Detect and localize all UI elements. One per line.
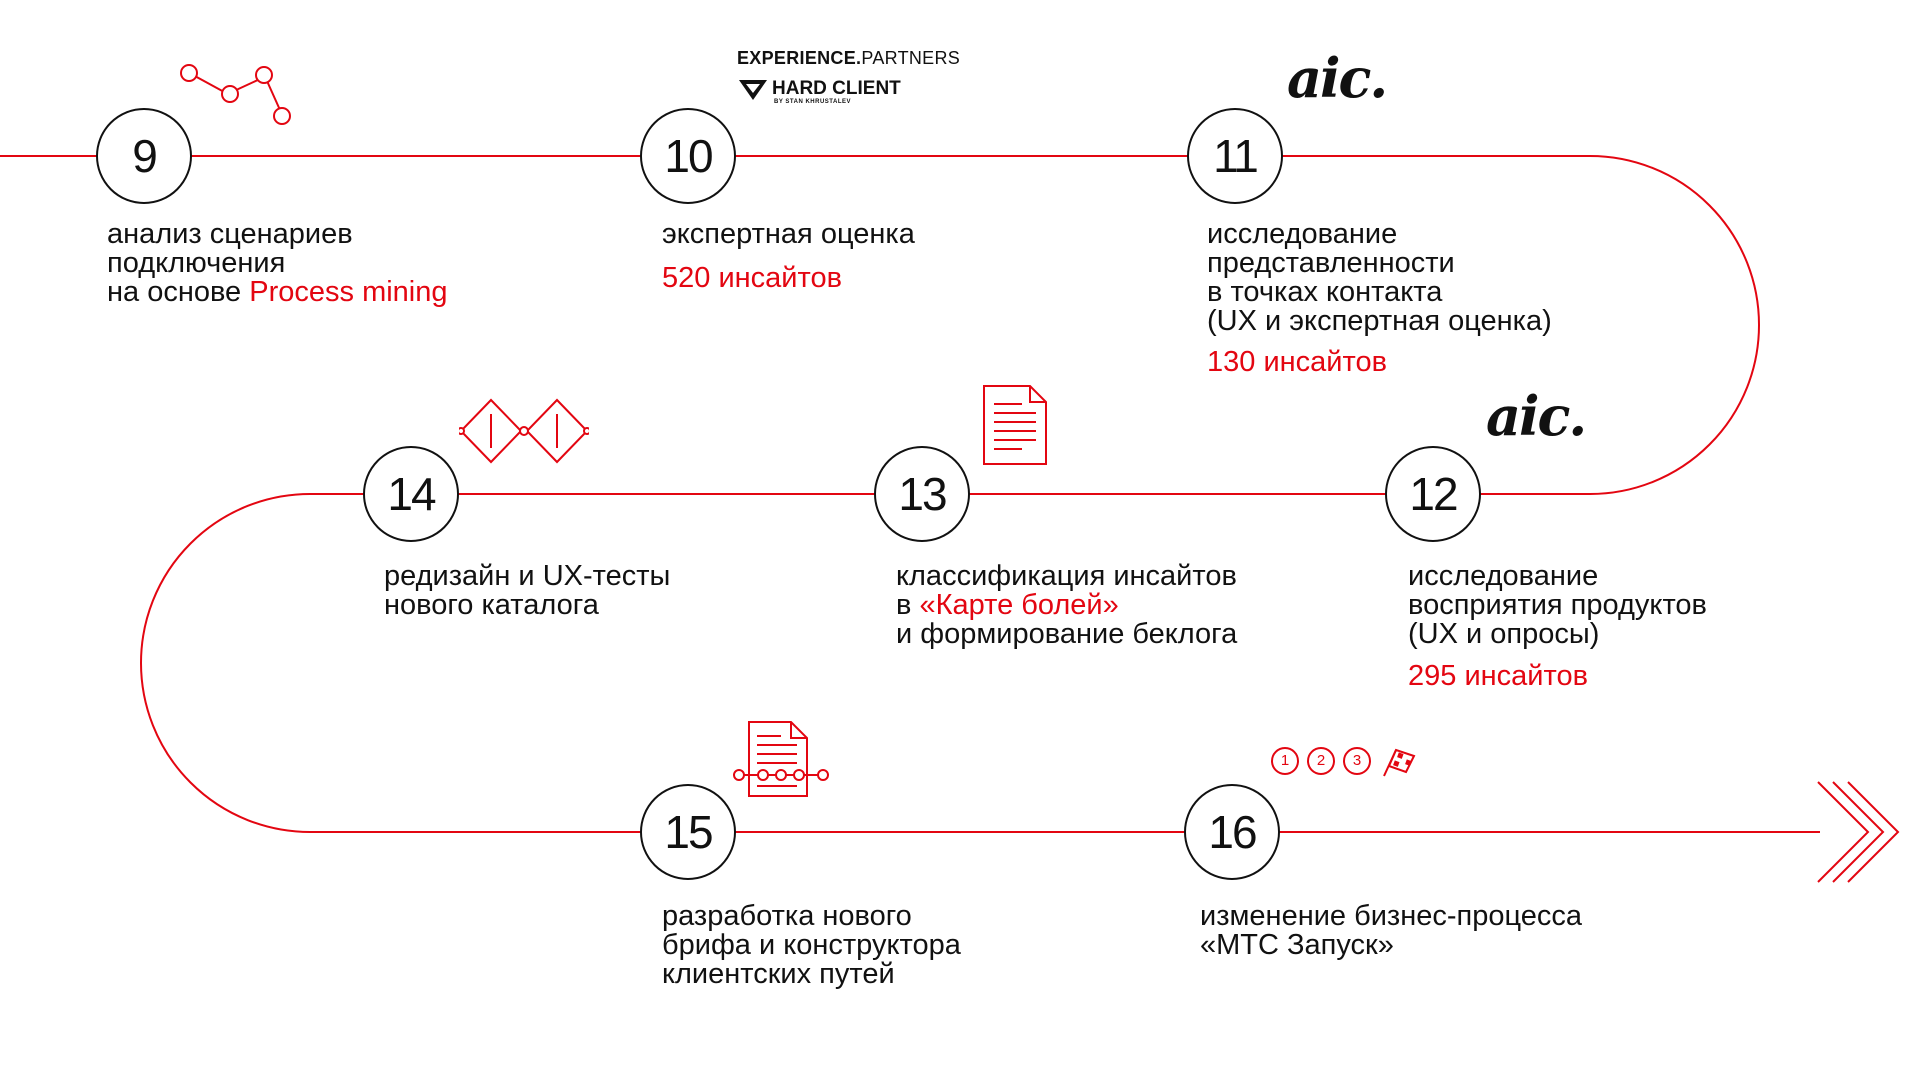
step-11-insights: 130 инсайтов: [1207, 346, 1387, 378]
step-12-insights: 295 инсайтов: [1408, 660, 1588, 692]
step-13-line-1: классификация инсайтов: [896, 560, 1237, 592]
finish-step-1: 1: [1280, 752, 1290, 769]
step-12-line-2: восприятия продуктов: [1408, 589, 1707, 621]
step-11-description: исследование представленности в точках к…: [1207, 220, 1552, 336]
hard-client-subtitle: BY STAN KHRUSTALEV: [774, 99, 852, 105]
step-14-line-1: редизайн и UX-тесты: [384, 560, 671, 592]
step-13-line-3: и формирование беклога: [896, 618, 1238, 650]
hard-client-shield-icon: [739, 80, 767, 100]
step-10-description: экспертная оценка: [662, 220, 915, 249]
step-14-line-2: нового каталога: [384, 589, 599, 621]
numbered-steps-finish-icon: 1 2 3: [1270, 744, 1420, 778]
step-circle-11: 11: [1187, 108, 1283, 204]
step-10-insights: 520 инсайтов: [662, 262, 842, 294]
step-11-line-2: представленности: [1207, 247, 1455, 279]
step-10-line-1: экспертная оценка: [662, 218, 915, 250]
step-11-line-1: исследование: [1207, 218, 1398, 250]
hard-client-logo: HARD CLIENT: [772, 78, 901, 99]
step-11-line-4: (UX и экспертная оценка): [1207, 305, 1552, 337]
finish-step-3: 3: [1352, 752, 1362, 769]
step-14-description: редизайн и UX-тесты нового каталога: [384, 562, 670, 620]
document-flow-icon: [733, 721, 829, 797]
step-circle-14: 14: [363, 446, 459, 542]
arrow-chevrons-icon: [1817, 781, 1900, 883]
aic-logo-step-12: aic.: [1486, 384, 1587, 448]
step-9-line-2: подключения: [107, 247, 286, 279]
step-11-line-3: в точках контакта: [1207, 276, 1443, 308]
step-9-description: анализ сценариев подключения на основе P…: [107, 220, 448, 307]
step-13-line-2: в «Карте болей»: [896, 589, 1119, 621]
step-12-line-1: исследование: [1408, 560, 1599, 592]
aic-logo-step-11: aic.: [1287, 46, 1388, 110]
document-icon: [983, 385, 1047, 465]
finish-flag-icon: [1383, 748, 1416, 777]
step-9-line-1: анализ сценариев: [107, 218, 353, 250]
network-nodes-icon: [180, 64, 291, 125]
step-13-description: классификация инсайтов в «Карте болей» и…: [896, 562, 1237, 649]
step-9-line-3: на основе Process mining: [107, 276, 448, 308]
step-16-line-2: «МТС Запуск»: [1200, 929, 1394, 961]
step-15-line-1: разработка нового: [662, 900, 912, 932]
step-circle-13: 13: [874, 446, 970, 542]
step-15-line-3: клиентских путей: [662, 958, 895, 990]
experience-partners-logo: EXPERIENCE.PARTNERS: [737, 48, 961, 68]
step-circle-12: 12: [1385, 446, 1481, 542]
step-circle-15: 15: [640, 784, 736, 880]
pain-map-highlight: «Карте болей»: [919, 589, 1119, 621]
step-circle-16: 16: [1184, 784, 1280, 880]
finish-step-2: 2: [1316, 752, 1326, 769]
diamond-links-icon: [459, 398, 589, 464]
step-12-description: исследование восприятия продуктов (UX и …: [1408, 562, 1707, 649]
step-15-description: разработка нового брифа и конструктора к…: [662, 902, 961, 989]
step-circle-10: 10: [640, 108, 736, 204]
process-mining-highlight: Process mining: [249, 276, 448, 308]
step-16-line-1: изменение бизнес-процесса: [1200, 900, 1583, 932]
step-12-line-3: (UX и опросы): [1408, 618, 1600, 650]
step-15-line-2: брифа и конструктора: [662, 929, 961, 961]
step-16-description: изменение бизнес-процесса «МТС Запуск»: [1200, 902, 1582, 960]
step-circle-9: 9: [96, 108, 192, 204]
